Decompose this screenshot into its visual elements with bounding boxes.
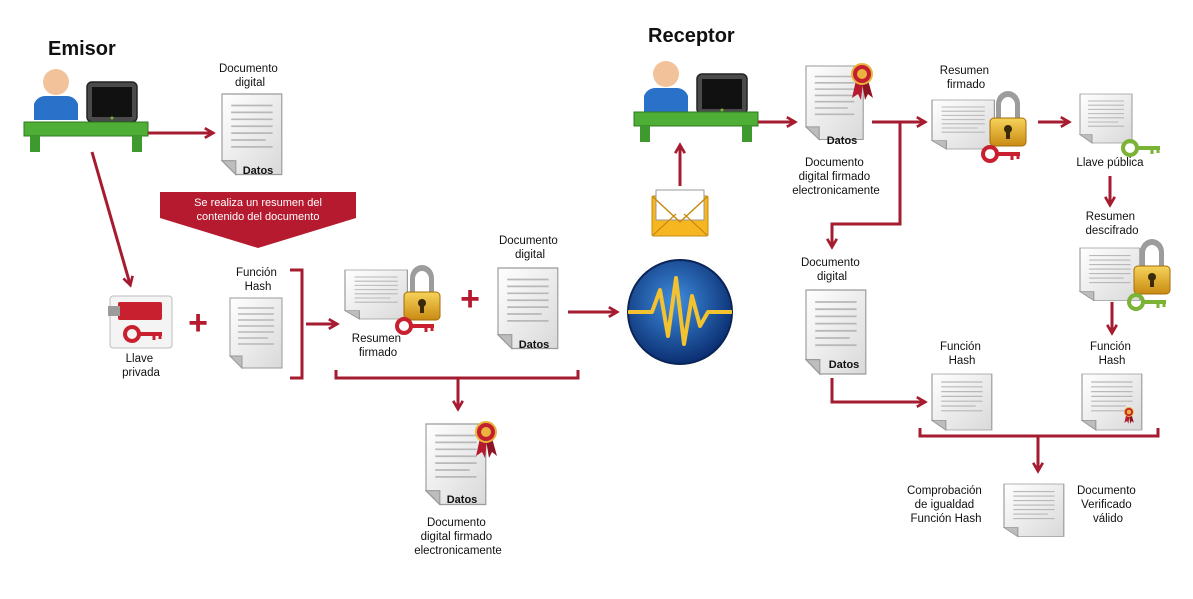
banner-line2: contenido del documento: [197, 211, 320, 223]
comparison-result: Comprobación de igualdad Función Hash Do…: [907, 483, 1139, 538]
hash-1-label: Función Hash: [236, 267, 280, 293]
desk-icon: [23, 121, 149, 153]
receptor-workstation: [633, 61, 759, 143]
signed-summary-2-label: Resumen firmado: [940, 65, 992, 91]
monitor-icon: [86, 81, 138, 129]
document-digital-1: Documento digital Datos: [219, 63, 283, 177]
signed-summary-2: Resumen firmado: [931, 65, 1027, 163]
document-icon: [221, 93, 283, 176]
decrypted-summary: Resumen descifrado: [1079, 211, 1171, 311]
plus-sign-1: +: [188, 304, 208, 342]
key-icon: [395, 317, 436, 335]
doc-digital-3-label: Documento digital: [801, 257, 863, 283]
datos-tag: Datos: [243, 165, 274, 177]
arrow-to-key: [90, 151, 130, 284]
seal-icon: [475, 421, 498, 459]
signed-document-1-label: Documento digital firmado electronicamen…: [414, 517, 502, 557]
key-icon: [1127, 293, 1168, 311]
hash-function-2: Función Hash: [931, 341, 993, 431]
key-icon: [1121, 139, 1162, 157]
hash-function-1: Función Hash: [229, 267, 283, 369]
banner-line1: Se realiza un resumen del: [194, 197, 322, 209]
hash-2-label: Función Hash: [940, 341, 984, 367]
signed-summary-1: Resumen firmado: [344, 264, 441, 359]
hash-3-label: Función Hash: [1090, 341, 1134, 367]
datos-tag: Datos: [447, 494, 478, 506]
usb-key-icon: [108, 302, 162, 320]
emisor-workstation: [23, 69, 149, 153]
lock-icon: [989, 90, 1027, 147]
doc-digital-1-label: Documento digital: [219, 63, 281, 89]
person-icon: [644, 61, 688, 112]
public-key-label: Llave pública: [1076, 157, 1144, 169]
datos-tag: Datos: [829, 359, 860, 371]
doc-digital-2-label: Documento digital: [499, 235, 561, 261]
document-icon: [229, 297, 283, 369]
private-key-label: Llave privada: [122, 353, 160, 379]
lock-icon: [1133, 238, 1171, 295]
plus-sign-2: +: [460, 280, 480, 318]
receptor-title: Receptor: [648, 25, 735, 47]
bracket: [290, 268, 304, 380]
public-key-node: Llave pública: [1076, 93, 1162, 169]
verified-document-label: Documento Verificado válido: [1077, 485, 1139, 525]
document-icon: [1079, 247, 1141, 302]
document-icon: [344, 269, 409, 320]
lock-icon: [403, 264, 441, 321]
comparison-label: Comprobación de igualdad Función Hash: [907, 485, 985, 525]
desk-icon: [633, 111, 759, 143]
document-icon: [497, 267, 559, 350]
person-icon: [34, 69, 78, 120]
signed-summary-1-label: Resumen firmado: [352, 333, 404, 359]
private-key-node: Llave privada: [108, 295, 173, 379]
decrypted-summary-label: Resumen descifrado: [1085, 211, 1138, 237]
document-digital-2: Documento digital Datos: [497, 235, 561, 351]
hash-banner: Se realiza un resumen del contenido del …: [160, 192, 356, 248]
document-digital-3: Documento digital Datos: [801, 257, 867, 375]
envelope-icon: [651, 189, 709, 237]
split-line: [832, 122, 902, 246]
signed-document-1: Datos Documento digital firmado electron…: [414, 421, 502, 557]
combine-bracket: [334, 370, 580, 380]
signed-document-2-label: Documento digital firmado electronicamen…: [792, 157, 880, 197]
hash-function-3: Función Hash: [1081, 341, 1143, 431]
emisor-title: Emisor: [48, 38, 116, 60]
arrow-to-hash-2: [830, 378, 924, 402]
datos-tag: Datos: [827, 135, 858, 147]
document-icon: [931, 99, 996, 150]
signed-document-2: Datos Documento digital firmado electron…: [792, 63, 880, 197]
document-icon: [931, 373, 993, 431]
document-icon: [1003, 483, 1065, 538]
datos-tag: Datos: [519, 339, 550, 351]
document-icon: [1079, 93, 1133, 144]
key-icon: [981, 145, 1022, 163]
network-globe: [627, 259, 733, 365]
